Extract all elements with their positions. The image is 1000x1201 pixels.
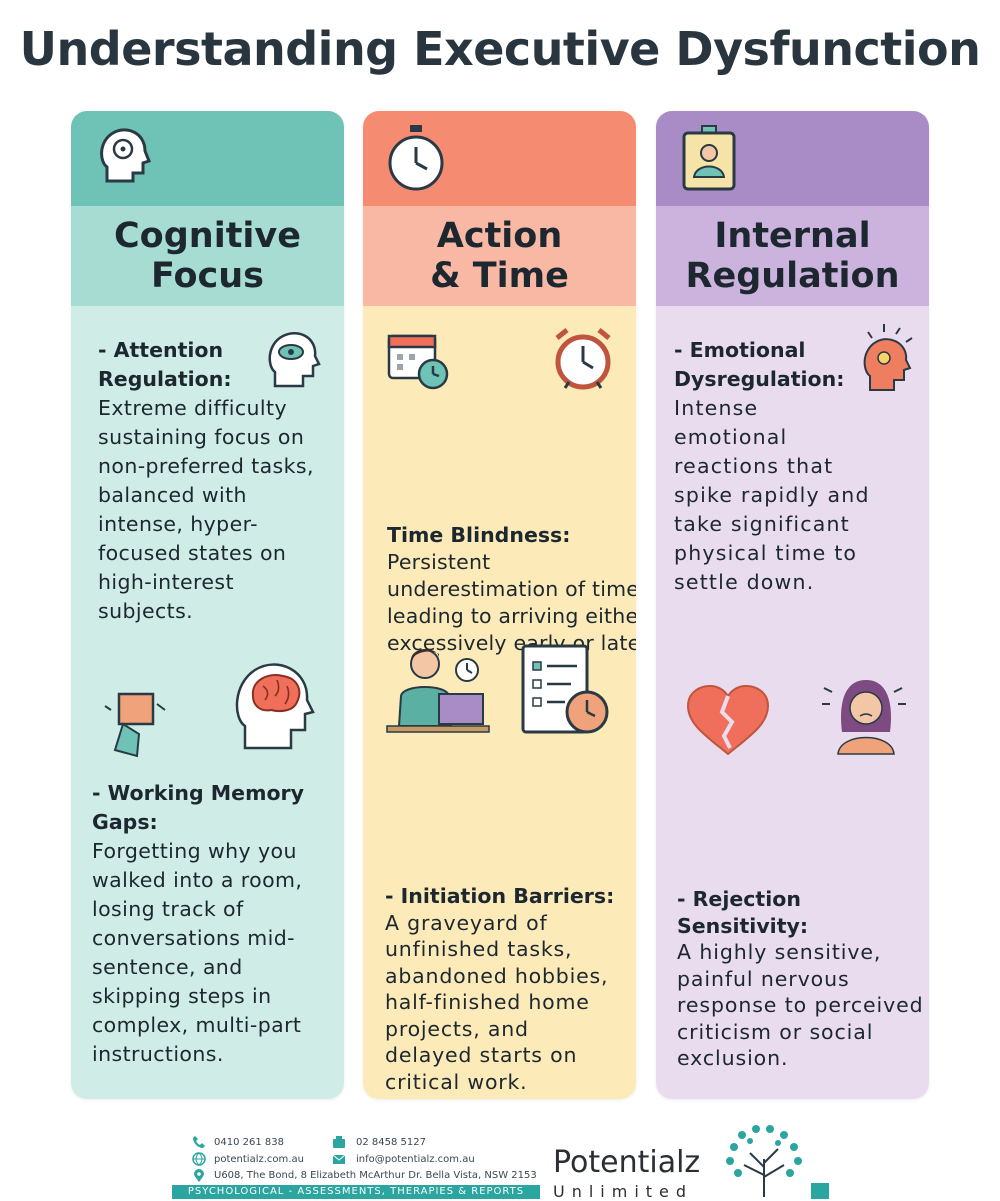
brain-head-icon bbox=[235, 663, 315, 750]
column-action-time: Action & Time Time Blindness: Persistent… bbox=[363, 111, 636, 1099]
broken-heart-icon bbox=[686, 684, 770, 756]
footer-phone: 02 8458 5127 bbox=[356, 1137, 426, 1148]
column-heading: Cognitive Focus bbox=[71, 206, 344, 306]
column-heading: Internal Regulation bbox=[656, 206, 929, 306]
column-body: - Emotional Dysregulation: Intense emoti… bbox=[656, 306, 929, 1099]
section-body: Extreme difficulty sustaining focus on n… bbox=[98, 396, 314, 623]
section-heading: - Initiation Barriers: bbox=[385, 884, 615, 908]
column-cognitive-focus: Cognitive Focus - Attention Regulation: … bbox=[71, 111, 344, 1099]
phone-icon bbox=[193, 1136, 205, 1148]
lightbulb-head-icon bbox=[863, 324, 913, 391]
section-body: A graveyard of unfinished tasks, abandon… bbox=[385, 910, 609, 1094]
section-heading: Time Blindness: bbox=[387, 523, 571, 547]
section-heading: - Attention Regulation: bbox=[98, 338, 232, 391]
section-body: Intense emotional reactions that spike r… bbox=[674, 396, 870, 594]
column-internal-regulation: Internal Regulation - Emotional Dysregul… bbox=[656, 111, 929, 1099]
footer: 0410 261 838 02 8458 5127 potentialz.com… bbox=[0, 1125, 1000, 1201]
brand-name: Potentialz bbox=[553, 1145, 701, 1180]
sad-person-icon bbox=[822, 680, 906, 755]
section-initiation-barriers: - Initiation Barriers: A graveyard of un… bbox=[385, 883, 615, 1095]
column-header-band bbox=[363, 111, 636, 206]
brand-subtitle: Unlimited bbox=[553, 1182, 694, 1201]
column-header-band bbox=[71, 111, 344, 206]
section-heading: - Emotional Dysregulation: bbox=[674, 338, 845, 391]
section-emotional-dysregulation: - Emotional Dysregulation: Intense emoti… bbox=[674, 336, 879, 597]
footer-website[interactable]: potentialz.com.au bbox=[214, 1154, 304, 1165]
tree-brain-logo-icon bbox=[726, 1125, 802, 1197]
column-body: - Attention Regulation: Extreme difficul… bbox=[71, 306, 344, 1099]
puzzle-piece-icon bbox=[104, 692, 166, 758]
brand-accent-square bbox=[811, 1183, 829, 1199]
section-body: A highly sensitive, painful nervous resp… bbox=[677, 940, 924, 1070]
section-heading: - Rejection Sensitivity: bbox=[677, 887, 809, 938]
section-working-memory: - Working Memory Gaps: Forgetting why yo… bbox=[92, 779, 327, 1069]
section-body: Forgetting why you walked into a room, l… bbox=[92, 839, 303, 1066]
head-brain-icon bbox=[100, 128, 151, 183]
section-attention-regulation: - Attention Regulation: Extreme difficul… bbox=[98, 336, 318, 626]
checklist-clock-icon bbox=[521, 644, 609, 734]
section-rejection-sensitivity: - Rejection Sensitivity: A highly sensit… bbox=[677, 886, 927, 1072]
eye-head-icon bbox=[268, 331, 321, 388]
column-body: Time Blindness: Persistent underestimati… bbox=[363, 306, 636, 1099]
fax-icon bbox=[333, 1136, 345, 1148]
footer-tagline: PSYCHOLOGICAL - ASSESSMENTS, THERAPIES &… bbox=[172, 1185, 540, 1199]
footer-email[interactable]: info@potentialz.com.au bbox=[356, 1154, 475, 1165]
calendar-clock-icon bbox=[387, 334, 449, 390]
page-title: Understanding Executive Dysfunction bbox=[19, 22, 981, 76]
stopwatch-icon bbox=[388, 125, 444, 191]
email-icon bbox=[332, 1154, 346, 1164]
id-badge-icon bbox=[682, 125, 736, 191]
footer-mobile: 0410 261 838 bbox=[214, 1137, 284, 1148]
globe-icon bbox=[192, 1152, 206, 1166]
footer-address: U608, The Bond, 8 Elizabeth McArthur Dr.… bbox=[214, 1170, 537, 1181]
section-heading: - Working Memory Gaps: bbox=[92, 781, 305, 834]
section-body: Persistent underestimation of time, lead… bbox=[387, 550, 636, 655]
section-time-blindness: Time Blindness: Persistent underestimati… bbox=[387, 522, 636, 657]
location-pin-icon bbox=[194, 1169, 204, 1182]
person-laptop-icon bbox=[386, 649, 490, 733]
column-header-band bbox=[656, 111, 929, 206]
alarm-clock-icon bbox=[555, 328, 611, 390]
column-heading: Action & Time bbox=[363, 206, 636, 306]
